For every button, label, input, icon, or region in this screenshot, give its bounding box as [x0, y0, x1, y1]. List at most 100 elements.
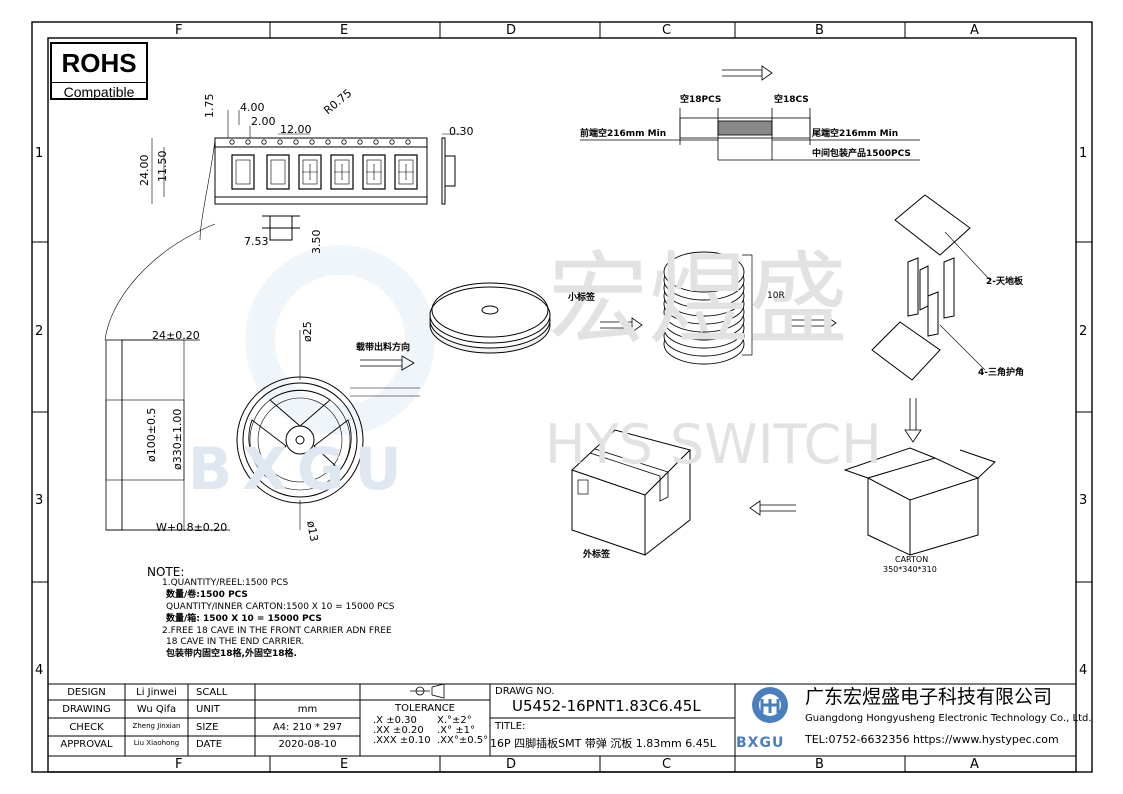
dim-4-00: 4.00: [240, 101, 265, 114]
zone-col-bottom-2: E: [340, 757, 349, 772]
dim-11-50: 11.50: [156, 150, 169, 183]
dim-0-30: 0.30: [449, 125, 474, 138]
zone-row-left-2: 2: [35, 324, 44, 339]
top-bottom-board-label: 2-天地板: [986, 277, 1023, 287]
outer-label-tag: 外标签: [583, 550, 611, 560]
company-name-cn: 广东宏煜盛电子科技有限公司: [805, 686, 1053, 708]
drawing-name: Wu Qifa: [136, 704, 177, 715]
reel-d13: ø13: [304, 519, 321, 543]
zone-col-top-1: F: [175, 23, 183, 38]
unit-value: mm: [297, 704, 318, 715]
empty-18pcs-front: 空18PCS: [680, 95, 722, 105]
watermark-en: HYS SWITCH: [545, 413, 882, 476]
rohs-title: ROHS: [61, 48, 137, 78]
zone-col-bottom-6: A: [970, 757, 979, 772]
note-line-4: 数量/箱: 1500 X 10 = 15000 PCS: [166, 614, 322, 624]
tolerance-label: TOLERANCE: [394, 703, 456, 714]
zone-col-bottom-4: C: [662, 757, 672, 772]
approval-label: APPROVAL: [60, 739, 113, 750]
dim-24-00: 24.00: [138, 154, 151, 187]
design-name: Li Jinwei: [136, 687, 177, 698]
design-label: DESIGN: [67, 687, 106, 698]
reel-outer-diameter: ø330±1.00: [171, 408, 184, 470]
carton-label: CARTON: [895, 555, 929, 564]
zone-col-top-4: C: [662, 23, 672, 38]
approval-name: Liu Xiaohong: [133, 739, 180, 747]
corner-guard-label: 4-三角护角: [978, 368, 1024, 378]
zone-col-bottom-3: D: [506, 757, 517, 772]
dim-1-75: 1.75: [203, 93, 216, 119]
middle-product-count: 中间包装产品1500PCS: [812, 149, 911, 159]
reel-stack: [663, 251, 753, 365]
drawing-no-label: DRAWG NO.: [495, 686, 555, 697]
drawing-title: 16P 四脚插板SMT 带弹 沉板 1.83mm 6.45L: [490, 737, 716, 750]
carton-open: [843, 447, 996, 556]
small-label-tag: 小标签: [568, 293, 596, 303]
zone-col-top-2: E: [340, 23, 349, 38]
note-line-2: 数量/卷:1500 PCS: [166, 590, 248, 600]
size-value: A4: 210 * 297: [272, 722, 343, 733]
empty-18cs-rear: 空18CS: [774, 95, 809, 105]
tol-1: .X ±0.30: [373, 715, 417, 726]
zone-col-bottom-5: B: [815, 757, 824, 772]
process-arrows: [600, 315, 922, 516]
reel-d25: ø25: [301, 321, 314, 342]
size-label: SIZE: [196, 722, 219, 733]
carton-closed: [571, 429, 691, 556]
drawing-no: U5452-16PNT1.83C6.45L: [512, 697, 701, 715]
scale-label: SCALL: [196, 687, 228, 698]
date-value: 2020-08-10: [278, 739, 337, 750]
zone-row-right-4: 4: [1079, 663, 1088, 678]
company-contact: TEL:0752-6632356 https://www.hystypec.co…: [805, 733, 1059, 746]
watermark-cn: 宏煜盛: [548, 241, 848, 358]
projection-symbol: [410, 683, 445, 699]
company-logo-text: BXGU: [736, 735, 785, 751]
feed-direction-label: 载带出料方向: [356, 343, 411, 353]
title-block-grid: [47, 683, 1077, 757]
reel-side-view: [105, 339, 230, 531]
note-line-7: 包装带内固空18格,外固空18格.: [166, 649, 297, 659]
dim-2-00: 2.00: [251, 115, 276, 128]
zone-col-top-3: D: [506, 23, 517, 38]
dim-12-00: 12.00: [280, 123, 312, 136]
note-line-6: 18 CAVE IN THE END CARRIER.: [166, 637, 305, 647]
feed-direction-arrow: [350, 355, 420, 397]
tol-ang-3: .XX°±0.5°: [437, 735, 489, 746]
date-label: DATE: [196, 739, 223, 750]
tol-2: .XX ±0.20: [373, 725, 424, 736]
rohs-subtitle: Compatible: [52, 82, 146, 100]
rohs-badge: ROHS Compatible: [50, 42, 148, 100]
carton-size: 350*340*310: [883, 565, 937, 574]
packaging-boards: [871, 194, 991, 381]
reel-3d: [429, 282, 551, 354]
reel-width-bottom: W+0.8±0.20: [156, 521, 228, 534]
zone-row-left-1: 1: [35, 146, 44, 161]
watermark-logo: [245, 245, 435, 435]
tol-ang-2: .X° ±1°: [437, 725, 475, 736]
reel-front-view: [236, 330, 364, 530]
zone-row-left-4: 4: [35, 663, 44, 678]
zone-col-top-6: A: [970, 23, 979, 38]
company-name-en: Guangdong Hongyusheng Electronic Technol…: [805, 713, 1092, 724]
watermark-brand: BXGU: [188, 435, 412, 503]
leader-trailer-diagram: [580, 65, 920, 161]
check-name: Zheng Jinxian: [132, 722, 181, 730]
drawing-label: DRAWING: [62, 704, 111, 715]
front-empty-length: 前端空216mm Min: [580, 129, 667, 139]
note-line-1: 1.QUANTITY/REEL:1500 PCS: [162, 578, 289, 588]
note-line-3: QUANTITY/INNER CARTON:1500 X 10 = 15000 …: [166, 602, 395, 612]
zone-col-top-5: B: [815, 23, 824, 38]
note-line-5: 2.FREE 18 CAVE IN THE FRONT CARRIER ADN …: [162, 626, 392, 636]
zone-col-bottom-1: F: [175, 757, 183, 772]
reel-width-top: 24±0.20: [152, 329, 200, 342]
zone-row-right-1: 1: [1079, 146, 1088, 161]
dim-3-50: 3.50: [310, 229, 323, 255]
title-label: TITLE:: [495, 721, 526, 732]
zone-row-left-3: 3: [35, 493, 44, 508]
zone-row-right-3: 3: [1079, 493, 1088, 508]
unit-label: UNIT: [196, 704, 220, 715]
reel-hub-diameter: ø100±0.5: [145, 407, 158, 462]
check-label: CHECK: [69, 722, 104, 733]
notes-heading: NOTE:: [147, 565, 185, 579]
